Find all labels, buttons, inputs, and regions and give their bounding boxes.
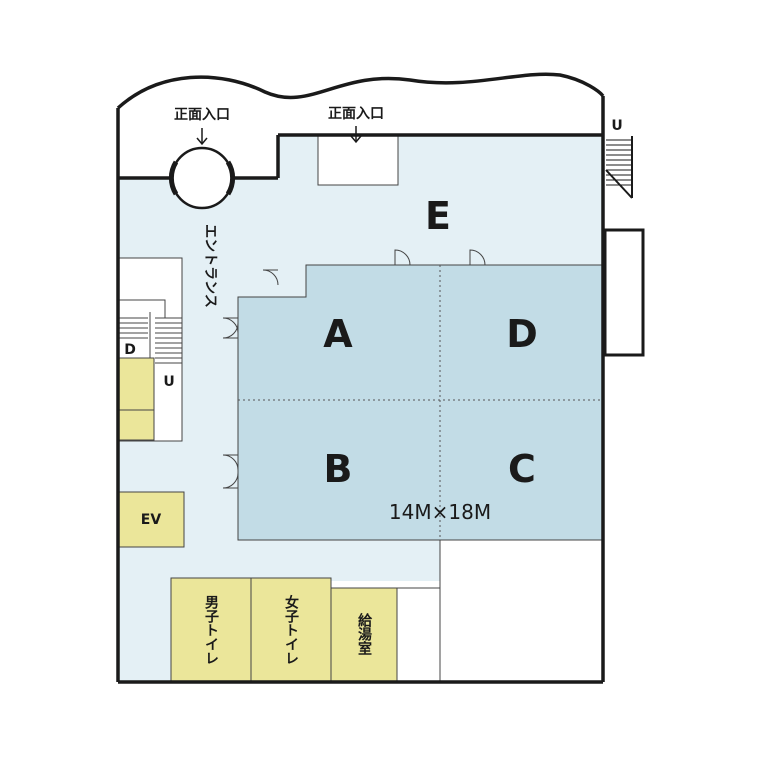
kitchenette xyxy=(330,587,398,682)
room-b-label: B xyxy=(324,447,353,491)
annex-right xyxy=(603,228,645,357)
elevator xyxy=(117,491,185,548)
womens-toilet-label: 女子トイレ xyxy=(283,594,299,665)
exterior-walls xyxy=(116,72,605,684)
stairs-down-left-label: D xyxy=(124,342,136,358)
kitchenette-label: 給湯室 xyxy=(356,612,372,655)
stairs-up-left-label: U xyxy=(163,374,174,390)
stairs-up-right-label: U xyxy=(611,118,622,134)
entrance-vestibule xyxy=(317,134,399,186)
mens-toilet xyxy=(170,577,252,682)
room-a-label: A xyxy=(323,312,353,356)
entrance-label-right: 正面入口 xyxy=(328,106,384,122)
door-swing-icons xyxy=(222,249,486,489)
room-e-label: E xyxy=(425,194,451,238)
corridor-label: エントランス xyxy=(202,224,218,308)
storage-area xyxy=(439,539,604,682)
storage-small xyxy=(396,587,441,682)
elevator-label: EV xyxy=(141,512,162,528)
entrance-label-left: 正面入口 xyxy=(174,107,230,123)
main-hall xyxy=(237,264,604,541)
entrance-arrow-icons xyxy=(196,126,362,146)
womens-toilet xyxy=(250,577,332,682)
stairs-right xyxy=(605,136,633,199)
hall-dimension-label: 14M×18M xyxy=(389,500,491,524)
room-d-label: D xyxy=(506,312,538,356)
stairwell-left xyxy=(117,257,183,442)
revolving-door-icon xyxy=(168,146,236,210)
mens-toilet-label: 男子トイレ xyxy=(203,595,219,665)
room-c-label: C xyxy=(508,447,536,491)
